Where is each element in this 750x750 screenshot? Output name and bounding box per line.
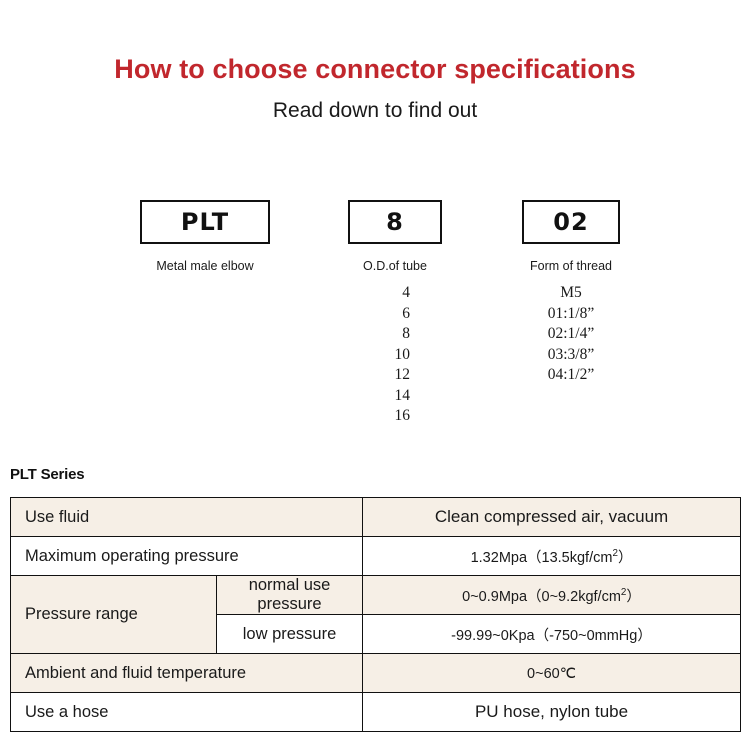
code-box-od-value: 8 bbox=[386, 208, 404, 236]
spec-row-label: Pressure range bbox=[10, 575, 217, 654]
spec-row-sub-label: low pressure bbox=[215, 614, 364, 654]
code-group-od: 8 O.D.of tube 4 6 8 10 12 14 16 bbox=[348, 200, 442, 427]
code-box-series: PLT bbox=[140, 200, 270, 244]
page-title: How to choose connector specifications bbox=[114, 54, 636, 84]
code-option-item: 03:3/8” bbox=[547, 345, 595, 363]
page-header: How to choose connector specifications R… bbox=[0, 52, 750, 126]
code-option-item: 16 bbox=[394, 407, 411, 424]
code-option-item: 04:1/2” bbox=[547, 366, 595, 383]
code-group-thread: 02 Form of thread M5 01:1/8” 02:1/4” 03:3/8… bbox=[522, 200, 620, 386]
code-option-item: 01:1/8” bbox=[547, 304, 595, 322]
code-option-item: 14 bbox=[394, 386, 411, 404]
spec-row-sub-label: normal use pressure bbox=[215, 575, 364, 615]
spec-row-value: PU hose, nylon tube bbox=[362, 692, 742, 732]
spec-value-text: -99.99~0Kpa（-750~0mmHg） bbox=[451, 627, 652, 644]
spec-row-label: Use a hose bbox=[9, 692, 364, 732]
spec-value-text: 0~60℃ bbox=[527, 665, 576, 682]
spec-row-value: 0~0.9Mpa（0~9.2kgf/cm2） bbox=[362, 575, 742, 615]
spec-row-label: Ambient and fluid temperature bbox=[9, 653, 364, 693]
spec-row-label: Use fluid bbox=[9, 497, 364, 537]
spec-table-row: Use a hose PU hose, nylon tube bbox=[9, 692, 742, 732]
code-option-item: 6 bbox=[402, 304, 410, 322]
code-caption-od: O.D.of tube bbox=[363, 259, 427, 273]
code-box-thread: 02 bbox=[522, 200, 620, 244]
spec-value-text: 1.32Mpa（13.5kgf/cm2） bbox=[470, 547, 633, 566]
code-box-thread-value: 02 bbox=[553, 208, 589, 236]
code-option-item: 02:1/4” bbox=[547, 325, 595, 342]
spec-row-value: Clean compressed air, vacuum bbox=[362, 497, 742, 537]
code-group-series: PLT Metal male elbow bbox=[140, 200, 270, 283]
spec-series-label: PLT Series bbox=[10, 466, 85, 483]
code-option-item: 8 bbox=[402, 325, 410, 342]
spec-row-value: 0~60℃ bbox=[362, 653, 742, 693]
spec-table-row: Maximum operating pressure 1.32Mpa（13.5kg… bbox=[9, 536, 742, 576]
code-caption-thread: Form of thread bbox=[530, 259, 612, 273]
part-number-breakdown: PLT Metal male elbow 8 O.D.of tube 4 6 8 10… bbox=[0, 200, 750, 440]
spec-value-text: 0~0.9Mpa（0~9.2kgf/cm2） bbox=[462, 586, 641, 605]
spec-table-row: Ambient and fluid temperature 0~60℃ bbox=[9, 653, 742, 693]
spec-row-value: -99.99~0Kpa（-750~0mmHg） bbox=[362, 614, 742, 654]
code-options-thread: M5 01:1/8” 02:1/4” 03:3/8” 04:1/2” bbox=[522, 283, 620, 386]
spec-row-label: Maximum operating pressure bbox=[9, 536, 364, 576]
code-options-od: 4 6 8 10 12 14 16 bbox=[348, 283, 442, 427]
spec-value-text: PU hose, nylon tube bbox=[474, 702, 629, 721]
spec-table-row: low pressure -99.99~0Kpa（-750~0mmHg） bbox=[11, 614, 742, 654]
code-option-item: 10 bbox=[394, 345, 411, 363]
page-subtitle: Read down to find out bbox=[272, 99, 478, 122]
code-option-item: 12 bbox=[394, 366, 411, 383]
code-option-item: 4 bbox=[402, 284, 410, 301]
spec-value-superscript: 2 bbox=[620, 586, 627, 598]
code-caption-series: Metal male elbow bbox=[156, 259, 254, 273]
code-option-item: M5 bbox=[560, 284, 582, 301]
code-box-series-value: PLT bbox=[180, 208, 230, 236]
spec-row-value: 1.32Mpa（13.5kgf/cm2） bbox=[362, 536, 742, 576]
spec-value-text: Clean compressed air, vacuum bbox=[434, 507, 669, 526]
spec-value-superscript: 2 bbox=[612, 547, 618, 559]
code-box-od: 8 bbox=[348, 200, 442, 244]
spec-table-row: Use fluid Clean compressed air, vacuum bbox=[9, 497, 742, 537]
